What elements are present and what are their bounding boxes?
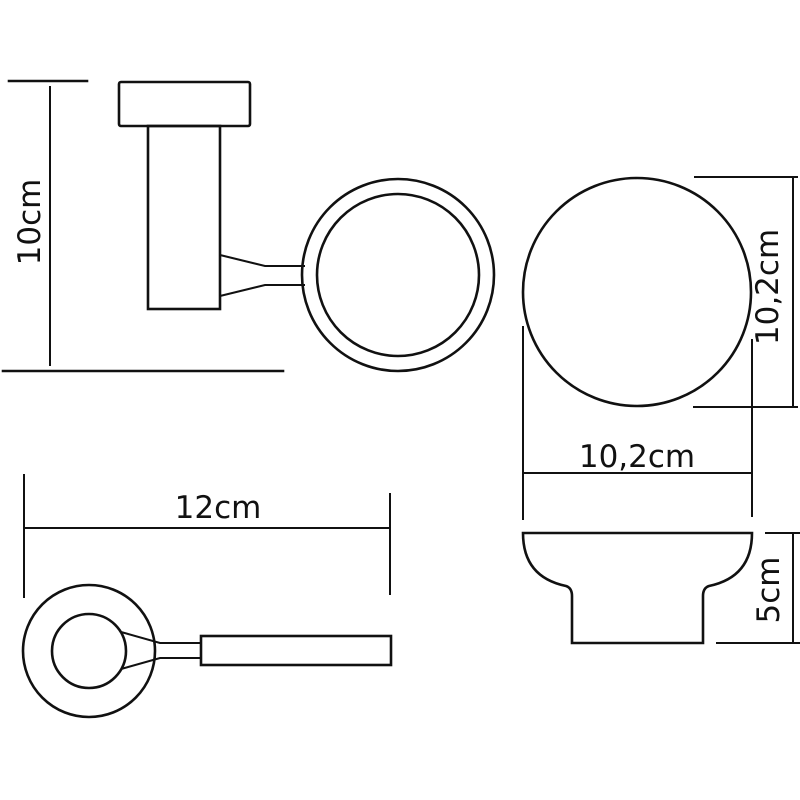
- top-ring-outer: [21, 583, 157, 719]
- top-ring-inner: [50, 612, 128, 690]
- ring-outer: [300, 177, 496, 373]
- glass-side-view: 5cm: [521, 531, 800, 645]
- mount-post: [146, 124, 222, 311]
- top-arm-lower-edge: [120, 657, 201, 670]
- glass-profile: [521, 531, 754, 645]
- width-label-10-2cm: 10,2cm: [579, 439, 695, 475]
- height-label-10-2cm: 10,2cm: [750, 229, 786, 345]
- top-arm-upper-edge: [120, 631, 201, 644]
- top-flange-bar: [199, 634, 393, 667]
- arm-lower-edge: [219, 284, 305, 297]
- side-view: 10cm: [1, 79, 496, 373]
- glass-circle: [521, 176, 753, 408]
- height-label-10cm: 10cm: [12, 179, 48, 266]
- width-label-12cm: 12cm: [175, 490, 262, 526]
- glass-top-view: 10,2cm 10,2cm: [521, 176, 798, 520]
- wall-flange: [117, 80, 252, 128]
- arm-upper-edge: [219, 254, 305, 267]
- top-view: 12cm: [21, 474, 393, 719]
- height-label-5cm: 5cm: [751, 557, 787, 624]
- ring-inner: [315, 192, 481, 358]
